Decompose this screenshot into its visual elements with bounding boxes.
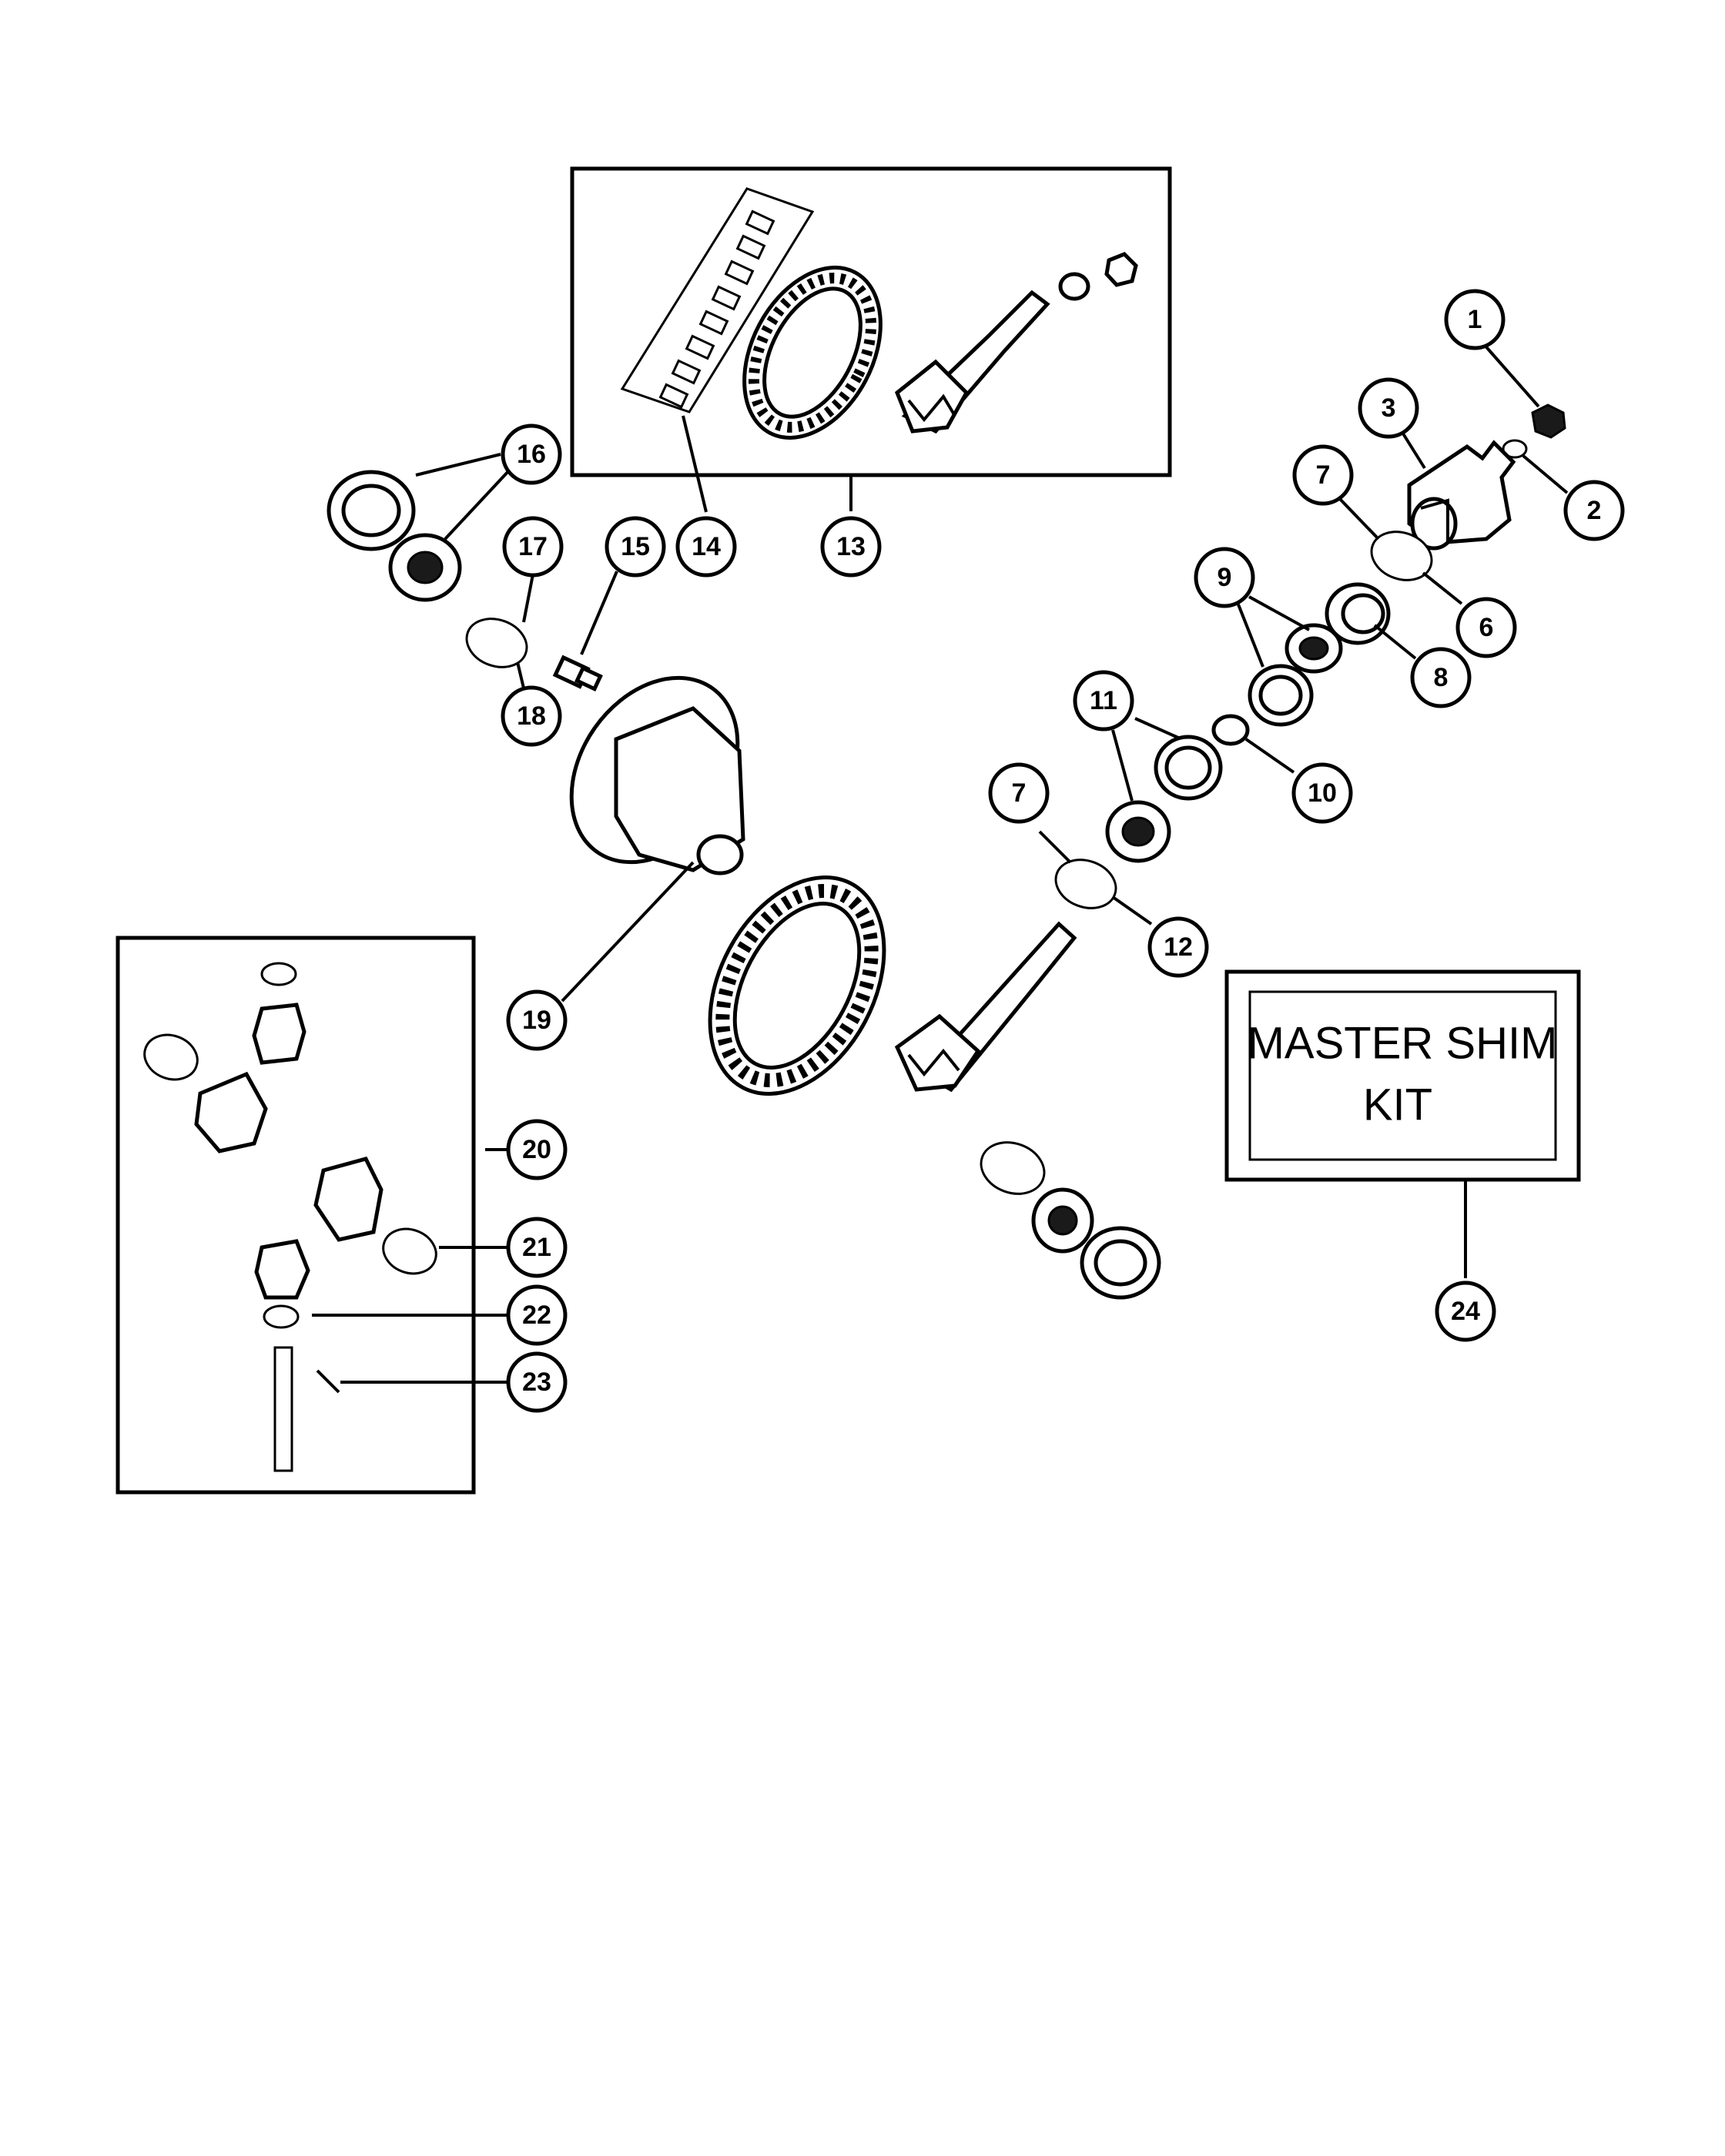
callout-1: 1 — [1444, 289, 1506, 350]
svg-text:19: 19 — [522, 1006, 551, 1035]
leader-lines — [312, 341, 1569, 1384]
drive-pinion — [894, 921, 1077, 1093]
differential-bearing-set-right — [980, 1141, 1161, 1300]
callout-21: 21 — [506, 1217, 568, 1278]
callout-15: 15 — [605, 516, 666, 578]
svg-text:12: 12 — [1164, 932, 1193, 962]
pinion-yoke — [1407, 440, 1516, 551]
collapsible-spacer — [1211, 714, 1250, 746]
callout-8: 8 — [1410, 647, 1472, 708]
differential-gear-kit-parts — [143, 962, 437, 1472]
svg-text:20: 20 — [522, 1135, 551, 1164]
svg-text:1: 1 — [1468, 305, 1482, 334]
differential-bearing-left — [327, 470, 462, 602]
callout-22: 22 — [506, 1284, 568, 1346]
svg-text:18: 18 — [517, 701, 546, 731]
pinion-bearing-kit — [1058, 272, 1090, 301]
svg-text:10: 10 — [1308, 778, 1337, 808]
svg-text:16: 16 — [517, 440, 546, 469]
ring-gear-bolt — [552, 654, 603, 691]
master-shim-kit-line1: MASTER SHIM — [1248, 1019, 1558, 1069]
svg-text:23: 23 — [522, 1368, 551, 1397]
callout-23: 23 — [506, 1351, 568, 1413]
callout-18: 18 — [501, 685, 562, 747]
callout-7-upper: 7 — [1292, 444, 1354, 506]
callout-20: 20 — [506, 1119, 568, 1180]
pinion-bearing-inner — [1105, 735, 1223, 863]
callout-12: 12 — [1147, 916, 1209, 978]
callout-2: 2 — [1563, 480, 1625, 541]
callout-16: 16 — [501, 424, 562, 485]
svg-text:15: 15 — [621, 532, 650, 561]
pinion-shim — [1370, 531, 1433, 581]
callout-24: 24 — [1435, 1281, 1496, 1342]
svg-text:11: 11 — [1090, 686, 1117, 715]
differential-case — [569, 675, 745, 875]
svg-text:8: 8 — [1434, 663, 1449, 692]
pinion-washer — [1502, 439, 1528, 459]
pinion-bearing-outer — [1248, 623, 1343, 727]
pinion-nut — [1531, 403, 1566, 439]
svg-text:14: 14 — [692, 532, 721, 561]
svg-text:13: 13 — [836, 532, 866, 561]
svg-text:7: 7 — [1012, 778, 1027, 808]
ring-gear-bolt-set — [620, 187, 815, 413]
callout-7-lower: 7 — [988, 762, 1050, 824]
master-shim-kit-frame-inner — [1248, 990, 1557, 1161]
callout-11: 11 — [1073, 670, 1134, 732]
callout-14: 14 — [675, 516, 737, 578]
svg-text:3: 3 — [1382, 393, 1396, 423]
differential-gear-kit-frame — [116, 936, 476, 1495]
callout-13: 13 — [820, 516, 882, 578]
differential-shim-left — [465, 618, 528, 668]
ring-gear — [708, 875, 886, 1096]
callout-19: 19 — [506, 989, 568, 1051]
svg-text:24: 24 — [1451, 1297, 1480, 1326]
pinion-gear-kit — [894, 290, 1050, 434]
svg-text:7: 7 — [1316, 460, 1331, 490]
svg-text:9: 9 — [1218, 563, 1232, 592]
ring-gear-kit — [742, 266, 883, 440]
pinion-depth-shim — [1054, 859, 1117, 909]
callout-3: 3 — [1358, 377, 1419, 439]
svg-text:6: 6 — [1479, 613, 1494, 642]
svg-text:22: 22 — [522, 1301, 551, 1330]
svg-text:17: 17 — [518, 532, 548, 561]
callout-17: 17 — [502, 516, 564, 578]
svg-text:2: 2 — [1587, 496, 1602, 525]
callout-10: 10 — [1291, 762, 1353, 824]
ring-pinion-kit-frame — [570, 166, 1172, 477]
master-shim-kit-line2: KIT — [1363, 1080, 1432, 1130]
pinion-nut-kit — [1104, 252, 1138, 287]
pinion-bearing-cup-outer — [1325, 582, 1391, 645]
callout-6: 6 — [1455, 597, 1517, 658]
master-shim-kit-frame-outer — [1224, 969, 1581, 1182]
callout-9: 9 — [1194, 547, 1255, 608]
svg-text:21: 21 — [522, 1233, 551, 1262]
